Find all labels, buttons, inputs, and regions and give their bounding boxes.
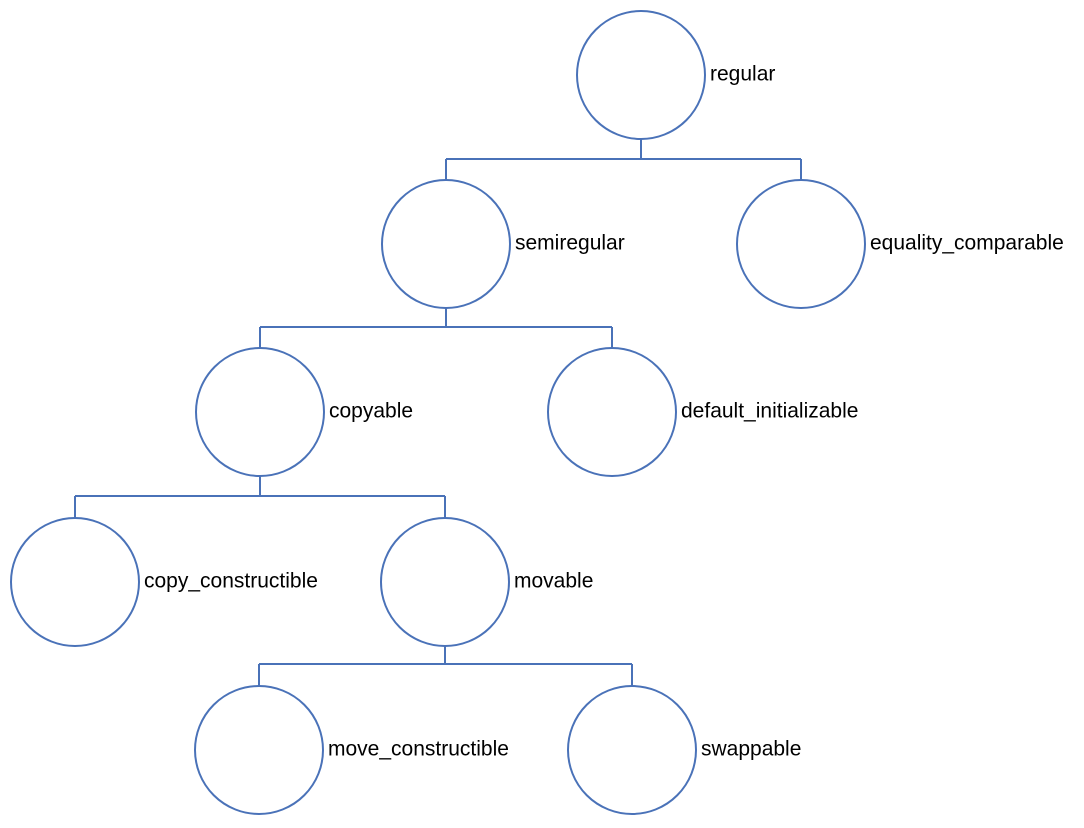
node-movable: movable [380, 517, 593, 647]
node-swappable: swappable [567, 685, 801, 815]
node-label: move_constructible [328, 738, 509, 761]
node-label: copy_constructible [144, 570, 318, 593]
node-copy_constructible: copy_constructible [10, 517, 318, 647]
node-circle [194, 685, 324, 815]
node-label: copyable [329, 400, 413, 423]
node-circle [381, 179, 511, 309]
connector-semiregular [259, 308, 613, 348]
node-circle [736, 179, 866, 309]
node-semiregular: semiregular [381, 179, 625, 309]
node-label: default_initializable [681, 400, 858, 423]
connector-regular [445, 139, 802, 180]
node-circle [567, 685, 697, 815]
node-default_initializable: default_initializable [547, 347, 858, 477]
node-circle [195, 347, 325, 477]
node-circle [547, 347, 677, 477]
node-label: semiregular [515, 232, 625, 255]
node-equality_comparable: equality_comparable [736, 179, 1064, 309]
node-circle [380, 517, 510, 647]
node-move_constructible: move_constructible [194, 685, 509, 815]
node-label: swappable [701, 738, 801, 761]
node-label: regular [710, 63, 775, 86]
node-circle [576, 10, 706, 140]
connector-movable [258, 646, 633, 686]
node-label: equality_comparable [870, 232, 1064, 255]
node-circle [10, 517, 140, 647]
node-copyable: copyable [195, 347, 413, 477]
nodes-layer: regular semiregular equality_comparablecop… [10, 10, 1064, 815]
node-label: movable [514, 570, 593, 593]
connectors-layer [74, 139, 802, 686]
node-regular: regular [576, 10, 775, 140]
connector-copyable [74, 476, 446, 518]
